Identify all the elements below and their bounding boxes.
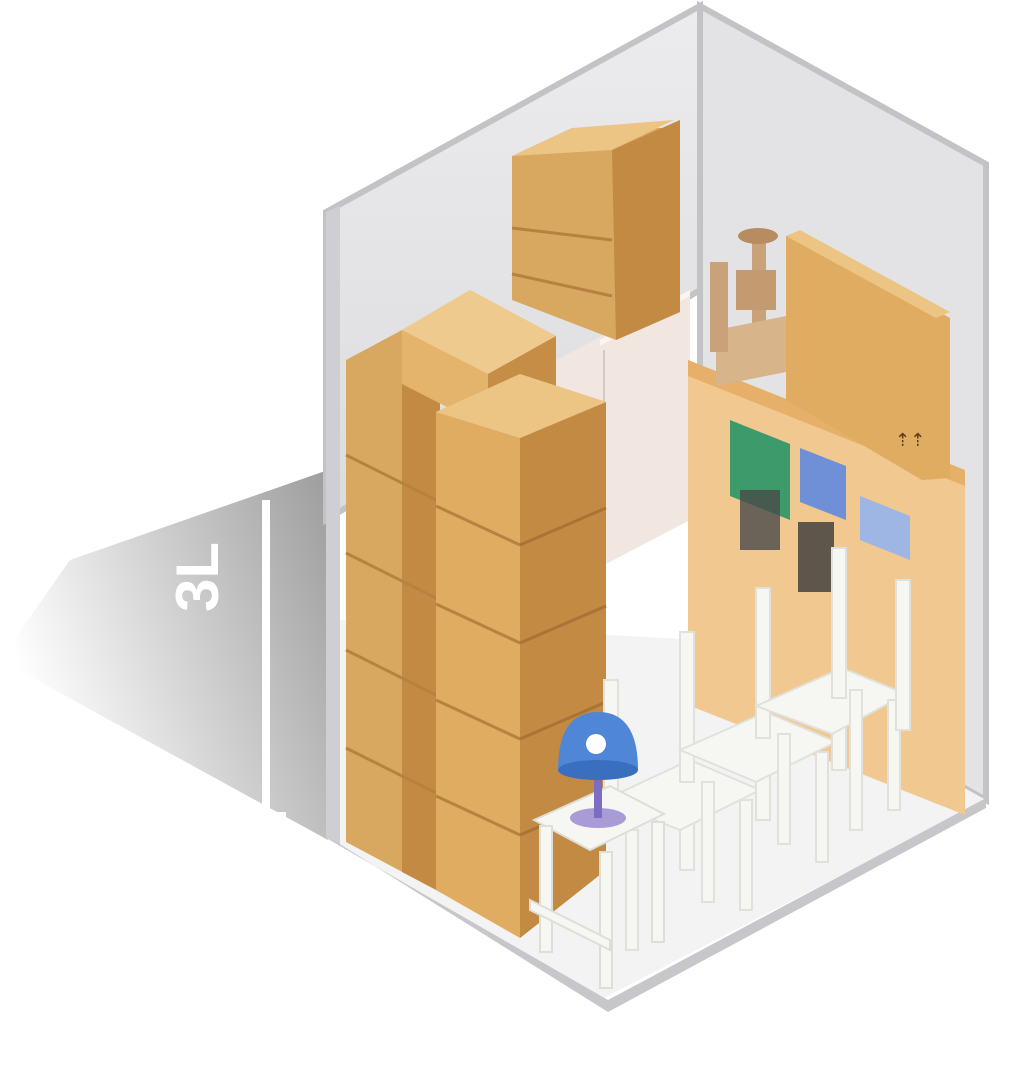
flat-box: ⇡⇡ <box>786 230 950 480</box>
cast-shadow <box>0 470 328 840</box>
chair <box>753 587 909 845</box>
chair <box>831 547 911 831</box>
table-lamp <box>558 712 638 828</box>
svg-text:⇡⇡: ⇡⇡ <box>895 430 925 451</box>
cat-tree <box>710 228 786 386</box>
dimension-marker <box>262 500 286 826</box>
cardboard-boxes <box>345 120 680 938</box>
binders <box>740 490 780 550</box>
blue-storage-box <box>800 448 846 520</box>
dimension-label: 3L <box>168 541 228 612</box>
stacked-books <box>860 496 910 560</box>
